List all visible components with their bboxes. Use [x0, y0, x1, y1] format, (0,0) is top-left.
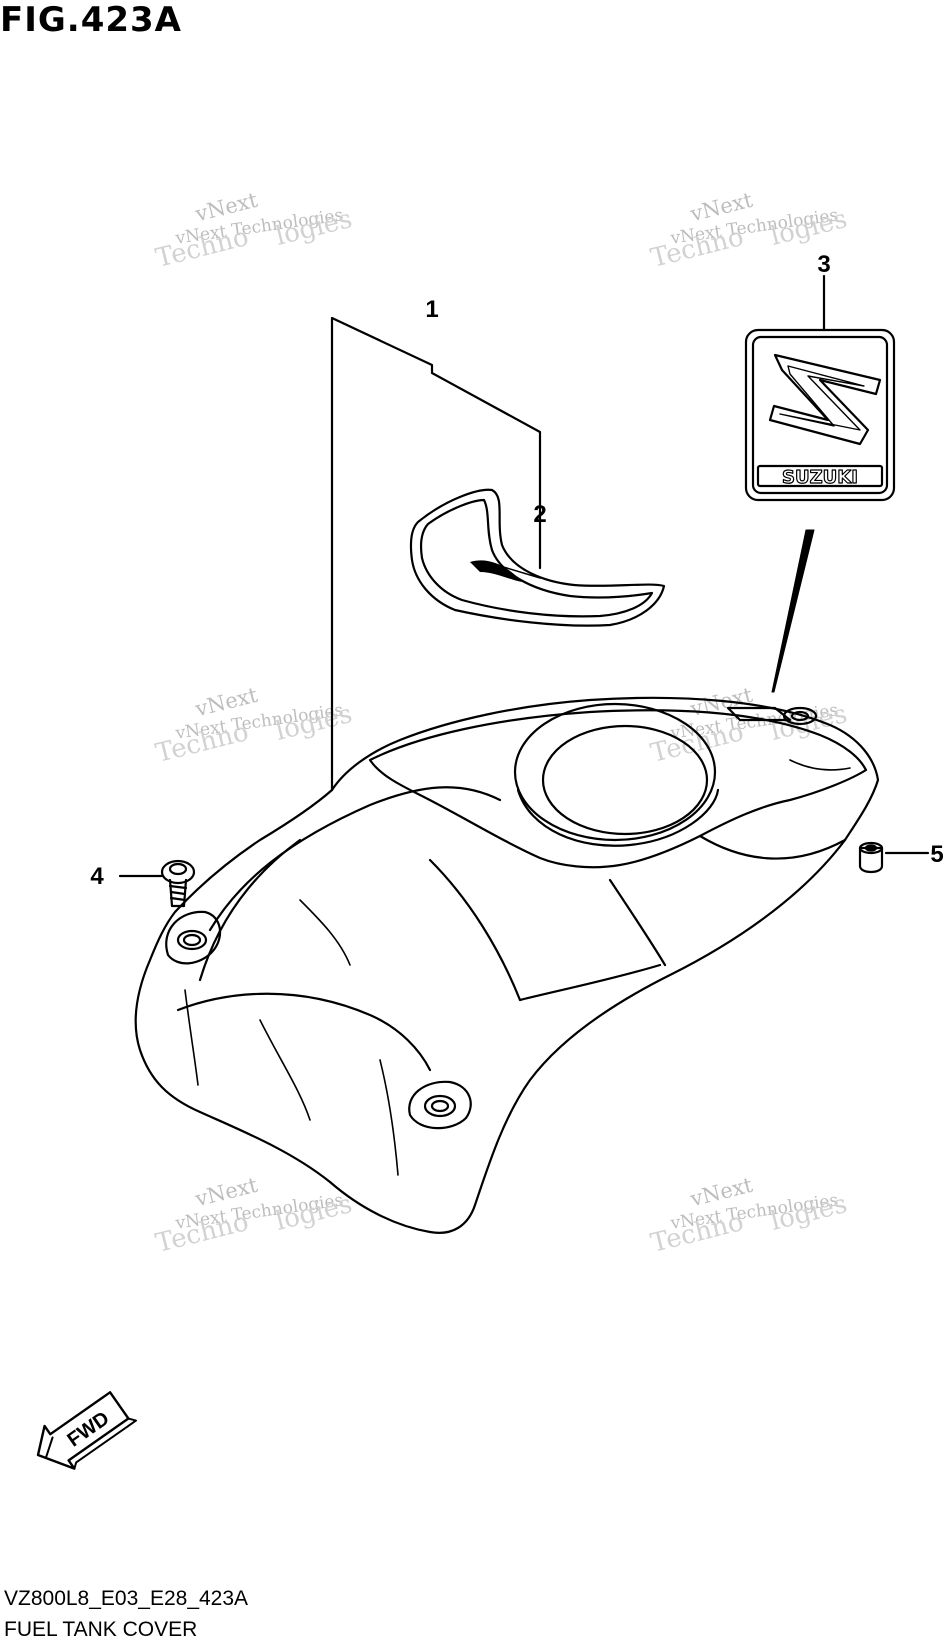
part-2-emblem-trim [409, 488, 666, 627]
emblem-text: SUZUKI [782, 467, 858, 488]
callout-4: 4 [90, 863, 104, 890]
part-4-screw [160, 859, 196, 908]
figure-title: FIG.423A [0, 0, 182, 40]
part-1-fuel-tank-cover [134, 696, 880, 1234]
diagram-code: VZ800L8_E03_E28_423A [4, 1587, 249, 1610]
callout-3: 3 [817, 251, 830, 278]
part-5-nut [858, 841, 884, 874]
fwd-arrow-icon: FWD [36, 1391, 137, 1470]
emblem-pointer [771, 529, 815, 693]
part-3-suzuki-emblem: SUZUKI [744, 328, 896, 502]
diagram-name: FUEL TANK COVER [4, 1618, 198, 1641]
callout-5: 5 [930, 841, 943, 868]
leader-lines [118, 274, 930, 878]
callout-1: 1 [425, 296, 438, 323]
callout-2: 2 [533, 501, 546, 528]
leader-line-1 [330, 316, 542, 792]
